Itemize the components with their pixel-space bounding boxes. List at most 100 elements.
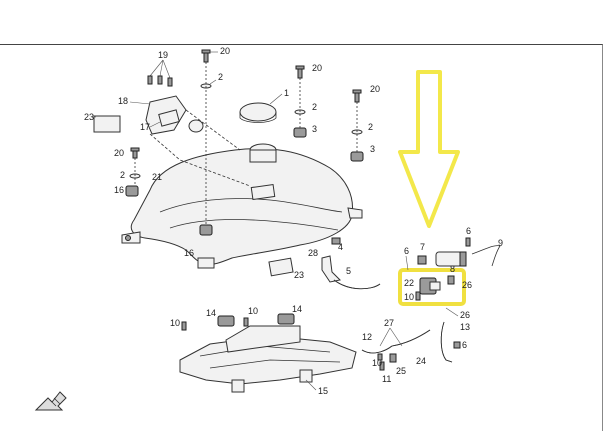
callout-line-19a [149, 59, 164, 77]
callout-18: 18 [118, 96, 128, 106]
callout-6a: 6 [404, 246, 409, 256]
callout-line-15 [305, 379, 317, 391]
callout-8: 8 [450, 264, 455, 274]
fuel-hose-13 [440, 321, 453, 363]
dashed-leader-pump2 [185, 109, 241, 151]
callout-9: 9 [498, 238, 503, 248]
callout-20a: 20 [114, 148, 124, 158]
callout-21: 21 [152, 172, 162, 182]
callout-10d: 10 [170, 318, 180, 328]
callout-line-1 [269, 93, 283, 105]
clamp-6c [453, 341, 461, 349]
grommet-16-left [125, 185, 139, 197]
callout-line-19c [162, 59, 171, 79]
clip-4 [331, 237, 341, 245]
tank-pump-plate [250, 183, 276, 201]
callout-2a: 2 [120, 170, 125, 180]
callout-16a: 16 [114, 185, 124, 195]
bracket-rib-2 [209, 359, 341, 369]
callout-2b: 2 [218, 72, 223, 82]
clip-25 [389, 353, 397, 363]
highlight-down-arrow [398, 70, 460, 228]
callout-line-26b [445, 307, 459, 317]
tank-mount-right [347, 207, 363, 219]
bolt-20-center [201, 49, 211, 63]
callout-23b: 23 [294, 270, 304, 280]
frame-border [0, 44, 603, 431]
callout-4: 4 [338, 242, 343, 252]
screw-10-highlight [415, 291, 421, 301]
tank-filler-base [249, 149, 277, 163]
callout-11: 11 [382, 374, 391, 384]
bushing-3-right1 [293, 127, 307, 138]
gasket-23-right [268, 257, 294, 277]
callout-line-6a [405, 255, 409, 271]
callout-7: 7 [420, 242, 425, 252]
callout-24: 24 [416, 356, 426, 366]
callout-27: 27 [384, 318, 394, 328]
front-direction-arrow-icon [34, 391, 67, 411]
vent-hose-28 [321, 255, 342, 283]
bolt-20-right1 [295, 65, 305, 79]
callout-2c: 2 [312, 102, 317, 112]
callout-line-19b [159, 59, 164, 77]
callout-line-27a [379, 327, 391, 347]
callout-2d: 2 [368, 122, 373, 132]
tank-mount-left [121, 231, 141, 244]
callout-3b: 3 [370, 144, 375, 154]
screw-10-left [181, 321, 187, 331]
callout-6c: 6 [462, 340, 467, 350]
screw-10-lower [377, 353, 383, 361]
callout-5: 5 [346, 266, 351, 276]
screws-19 [147, 75, 173, 87]
callout-line-2b [209, 79, 217, 85]
highlight-box [398, 268, 466, 306]
callout-17: 17 [140, 122, 150, 132]
tank-mount-left-hole [125, 235, 131, 241]
bracket-raised [225, 325, 301, 353]
gasket-23-left [93, 115, 121, 133]
fuel-line-24 [391, 329, 431, 347]
callout-25: 25 [396, 366, 406, 376]
bushing-3-right2 [350, 151, 364, 162]
screw-11 [379, 361, 385, 371]
callout-22: 22 [404, 278, 414, 288]
tank-mount-bottom [197, 257, 215, 269]
tank-ridge [159, 198, 343, 213]
callout-line-27b [389, 327, 403, 347]
callout-12: 12 [362, 332, 372, 342]
fuel-filter-cap [459, 251, 467, 267]
callout-15: 15 [318, 386, 328, 396]
fuel-pump-gasket [158, 109, 180, 127]
fuel-hose-12-outline [361, 345, 393, 354]
callout-10a: 10 [404, 292, 414, 302]
fuel-cap [239, 102, 277, 122]
callout-10c: 10 [248, 306, 258, 316]
fuel-hose-13-outline [440, 321, 453, 363]
callout-14a: 14 [206, 308, 216, 318]
rubber-mount-14-left [217, 315, 235, 327]
clamp-7 [417, 255, 427, 265]
fuel-line-24-outline [391, 329, 431, 347]
fuel-sender [188, 119, 204, 133]
fuel-hose-5-outline [333, 279, 381, 290]
callout-26b: 26 [460, 310, 470, 320]
callout-28: 28 [308, 248, 318, 258]
screw-10-bracket [243, 317, 249, 327]
callout-1: 1 [284, 88, 289, 98]
callout-3a: 3 [312, 124, 317, 134]
clamp-6b [465, 237, 471, 247]
callout-6b: 6 [466, 226, 471, 236]
callout-14b: 14 [292, 304, 302, 314]
bolt-20-left [130, 147, 140, 159]
fuel-cap-side [239, 112, 277, 123]
rubber-mount-14-right [277, 313, 295, 325]
callout-20c: 20 [312, 63, 322, 73]
callout-20b: 20 [220, 46, 230, 56]
fuel-line-9 [471, 245, 501, 267]
bracket-tab-2 [299, 369, 313, 383]
callout-10b: 10 [372, 358, 382, 368]
tank-ridge-lower [169, 219, 339, 231]
